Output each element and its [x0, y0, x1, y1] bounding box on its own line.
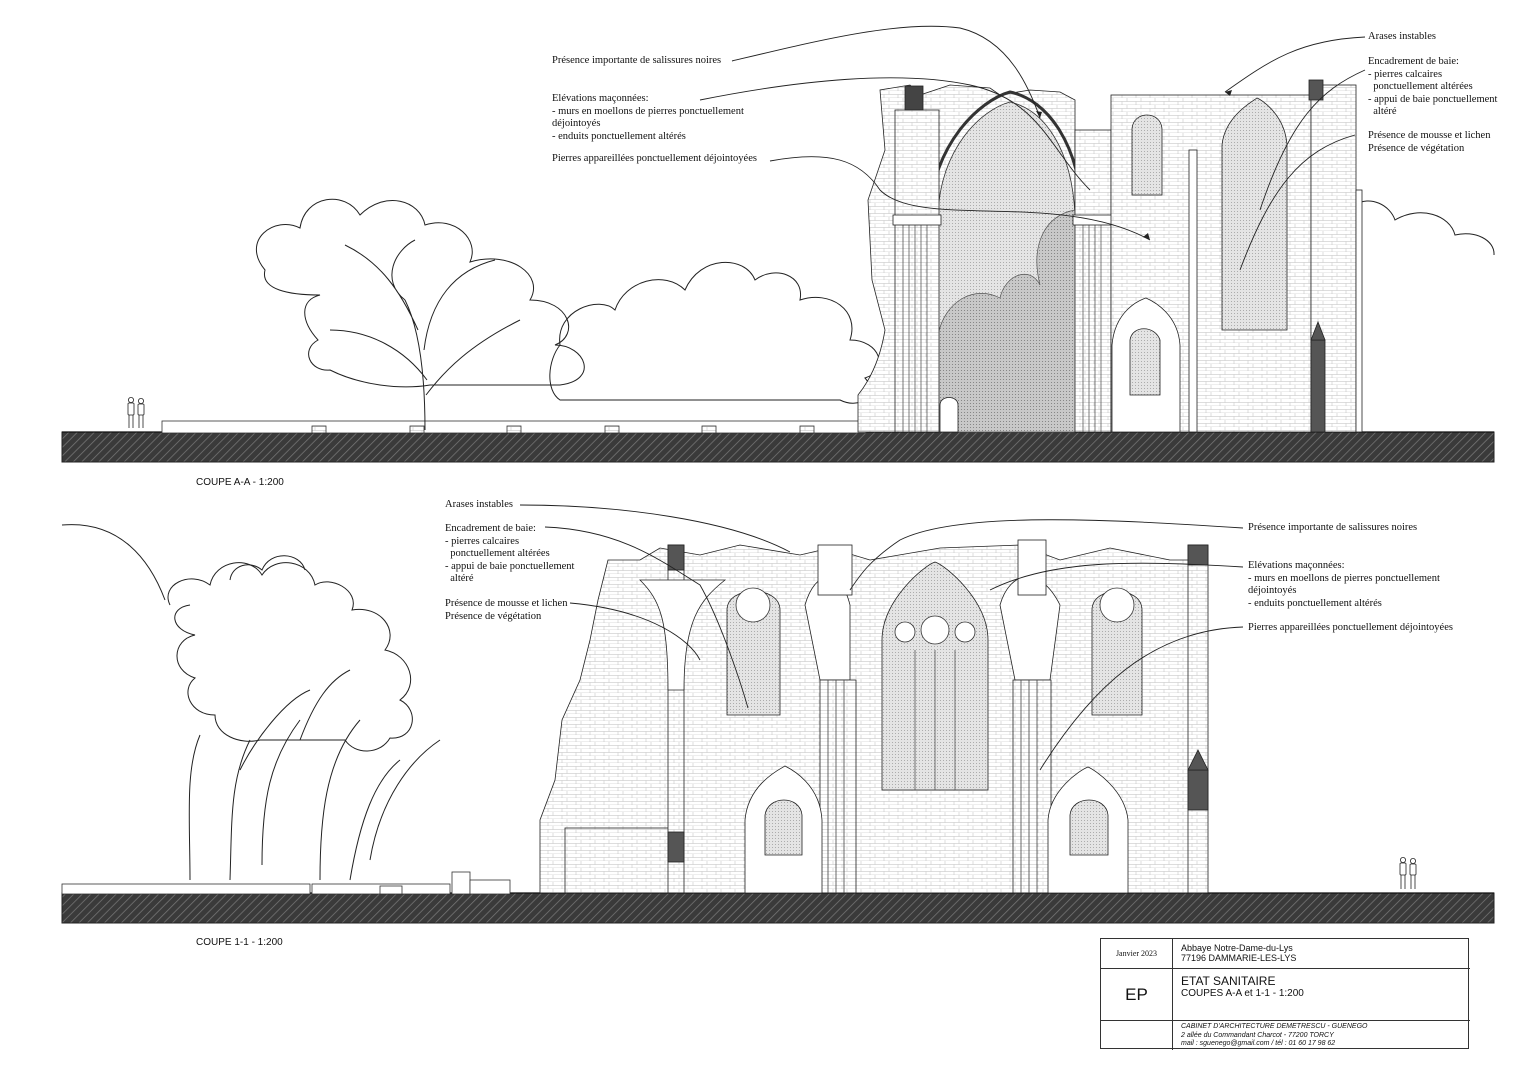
sheet-subtitle: COUPES A-A et 1-1 - 1:200 [1181, 988, 1304, 999]
annotation-encadrement-a: Encadrement de baie: - pierres calcaires… [1368, 56, 1498, 117]
abbey-section-1 [539, 539, 1209, 894]
leader-lines-a [699, 25, 1366, 271]
pier-left-a [894, 109, 940, 433]
annotation-encadrement-1: Encadrement de baie: - pierres calcaires… [445, 523, 575, 584]
annotation-arases-a: Arases instables [1368, 31, 1436, 42]
tree-outlines-1 [61, 524, 441, 881]
office-address: 2 allée du Commandant Charcot - 77200 TO… [1181, 1031, 1334, 1039]
human-figures-1 [1399, 857, 1417, 889]
lower-structure-1 [564, 827, 676, 894]
title-block: Janvier 2023 Abbaye Notre-Dame-du-Lys 77… [1100, 938, 1470, 1050]
low-wall-a [161, 420, 867, 434]
title-block-project: Abbaye Notre-Dame-du-Lys 77196 DAMMARIE-… [1173, 939, 1470, 969]
abbey-section-a [857, 79, 1363, 433]
sheet-title: ETAT SANITAIRE [1181, 974, 1276, 988]
annotation-salissures-1: Présence importante de salissures noires [1248, 522, 1418, 533]
project-location: 77196 DAMMARIE-LES-LYS [1181, 953, 1297, 963]
office-name: CABINET D'ARCHITECTURE DEMETRESCU - GUEN… [1181, 1023, 1368, 1030]
annotation-mousse-1: Présence de mousse et lichen Présence de… [445, 598, 568, 622]
title-block-office: CABINET D'ARCHITECTURE DEMETRESCU - GUEN… [1173, 1021, 1470, 1050]
project-name: Abbaye Notre-Dame-du-Lys [1181, 943, 1293, 953]
pier-cluster-1a [804, 544, 857, 894]
leader-arrows-a [1036, 90, 1232, 240]
small-door-a [939, 397, 959, 433]
annotation-elevations-a: Elévations maçonnées: - murs en moellons… [552, 93, 744, 142]
title-block-empty-cell [1101, 1021, 1173, 1050]
annotation-arases-1: Arases instables [445, 499, 513, 510]
human-figures-a [127, 396, 145, 428]
annotation-elevations-1: Elévations maçonnées: - murs en moellons… [1248, 560, 1440, 609]
title-block-date: Janvier 2023 [1101, 939, 1173, 969]
leader-lines-1 [519, 504, 1244, 771]
office-contact: mail : sguenego@gmail.com / tél : 01 60 … [1181, 1040, 1336, 1047]
vegetation-mass [937, 209, 1081, 433]
annotation-pierres-1: Pierres appareillées ponctuellement déjo… [1248, 622, 1453, 633]
right-buttress-1 [1187, 544, 1209, 894]
annotation-salissures-a: Présence importante de salissures noires [552, 55, 722, 66]
pier-right-a [1074, 129, 1112, 433]
caption-coupe-1-1: COUPE 1-1 - 1:200 [196, 937, 283, 948]
title-block-phase: EP [1101, 969, 1173, 1021]
section-a-a [61, 25, 1495, 463]
great-window-right-a [1221, 97, 1288, 331]
low-wall-1 [61, 871, 511, 895]
annotation-pierres-a: Pierres appareillées ponctuellement déjo… [552, 153, 757, 164]
title-block-title: ETAT SANITAIRE COUPES A-A et 1-1 - 1:200 [1173, 969, 1470, 1021]
caption-coupe-a-a: COUPE A-A - 1:200 [196, 477, 284, 488]
ground-band-1 [61, 892, 1495, 924]
ground-band-a [61, 431, 1495, 463]
pier-cluster-1b [999, 539, 1061, 894]
tree-outline-a [256, 198, 585, 431]
section-1-1 [61, 504, 1495, 924]
lancet-window-upper-a [1131, 114, 1163, 196]
annotation-mousse-a: Présence de mousse et lichen Présence de… [1368, 130, 1491, 154]
